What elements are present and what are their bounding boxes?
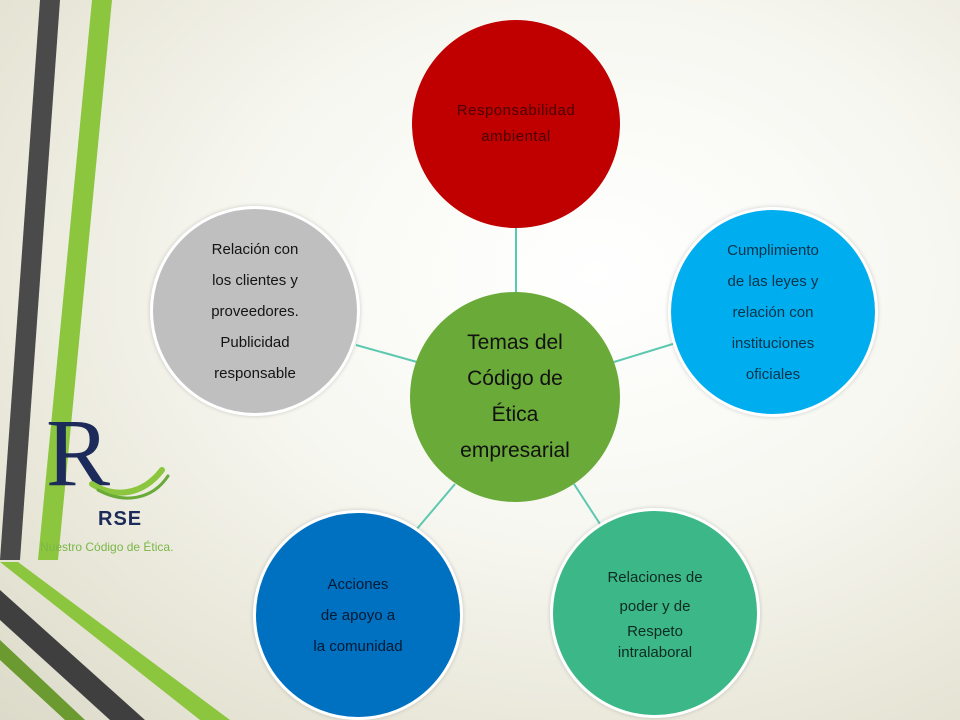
node-line: ambiental <box>481 128 551 145</box>
node-line: instituciones <box>731 334 815 352</box>
circle-relacion-clientes: Relación con los clientes y proveedores.… <box>150 206 360 416</box>
node-line: proveedores. <box>211 302 299 320</box>
dark-stripe-top <box>0 0 60 560</box>
circle-cumplimiento-leyes: Cumplimiento de las leyes y relación con… <box>668 207 878 417</box>
green-stripe-bottom <box>0 562 230 720</box>
center-line: Ética <box>491 403 539 426</box>
connectors <box>355 228 677 531</box>
center-line: Temas del <box>467 331 563 354</box>
node-line: Relación con <box>211 240 299 258</box>
connector-right <box>613 342 677 363</box>
node-text: Relación con los clientes y proveedores.… <box>211 234 299 389</box>
node-line: de apoyo a <box>320 606 396 624</box>
circle-acciones-comunidad: Acciones de apoyo a la comunidad <box>253 510 463 720</box>
node-line: de las leyes y <box>727 272 819 290</box>
olive-stripe-bottom <box>0 640 85 720</box>
node-line: Responsabilidad <box>456 102 576 119</box>
center-circle-temas: Temas del Código de Ética empresarial <box>410 292 620 502</box>
node-line: oficiales <box>745 365 801 383</box>
center-line: empresarial <box>460 439 570 462</box>
logo-swoosh-inner <box>96 474 170 500</box>
node-line: Acciones <box>327 575 389 593</box>
node-line: responsable <box>214 364 296 382</box>
connector-left <box>355 344 418 363</box>
logo-mark: R <box>46 399 170 506</box>
node-line: Relaciones de <box>607 569 703 586</box>
node-text: Acciones de apoyo a la comunidad <box>313 569 402 662</box>
connector-bottom-left <box>415 483 456 531</box>
node-line: relación con <box>732 303 814 321</box>
node-text: Relaciones de poder y de Respeto intrala… <box>607 563 702 663</box>
connector-bottom-right <box>573 483 601 525</box>
node-line: los clientes y <box>212 271 298 289</box>
node-text: Cumplimiento de las leyes y relación con… <box>727 235 819 390</box>
logo-acronym: RSE <box>98 508 143 530</box>
circle-responsabilidad-ambiental: Responsabilidad ambiental <box>412 20 620 228</box>
node-line: Respeto <box>627 623 683 640</box>
node-line: Cumplimiento <box>727 241 819 259</box>
center-text: Temas del Código de Ética empresarial <box>460 325 570 469</box>
logo-swoosh <box>89 467 165 496</box>
node-line: la comunidad <box>313 637 403 655</box>
green-stripe-top <box>38 0 112 560</box>
logo-tagline: Nuestro Código de Ética. <box>40 540 174 554</box>
rse-logo: R RSE Nuestro Código de Ética. <box>34 399 214 570</box>
center-line: Código de <box>467 367 563 390</box>
circle-relaciones-de-poder: Relaciones de poder y de Respeto intrala… <box>550 508 760 718</box>
dark-stripe-bottom <box>0 590 145 720</box>
node-line: Publicidad <box>220 333 290 351</box>
node-line: poder y de <box>619 598 691 615</box>
node-text: Responsabilidad ambiental <box>457 98 575 150</box>
node-line: intralaboral <box>617 644 693 661</box>
